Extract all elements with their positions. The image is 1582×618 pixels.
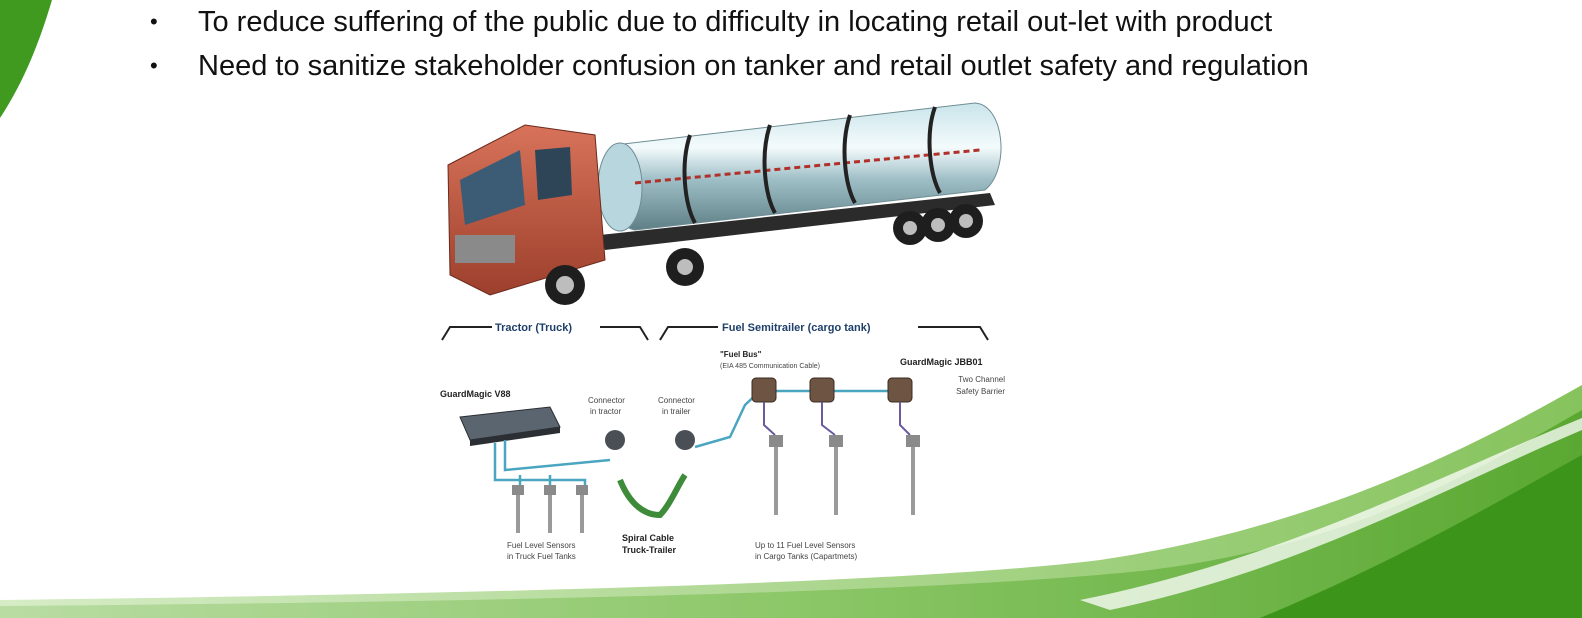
bullet-dot: • [150,53,158,78]
conn-trailer-2: in trailer [662,407,691,416]
connector-trailer [675,430,695,450]
barrier-box [887,377,913,403]
cargo-sensors [769,435,920,515]
semitrailer-label: Fuel Semitrailer (cargo tank) [722,322,871,334]
truck-sensors [512,485,588,533]
barrier-title: GuardMagic JBB01 [900,357,983,367]
barrier-box [809,377,835,403]
bottom-light-band [0,385,1582,618]
cargo-sensors-2: in Cargo Tanks (Capartmets) [755,552,857,561]
bullet-text: To reduce suffering of the public due to… [198,6,1273,38]
conn-tractor-2: in tractor [590,407,621,416]
barrier-line2: Safety Barrier [956,387,1005,396]
bullet-dot: • [150,9,158,34]
cargo-sensors-1: Up to 11 Fuel Level Sensors [755,541,855,550]
bottom-right-dark [1260,455,1582,618]
conn-tractor-1: Connector [588,396,625,405]
bottom-mid-band [0,410,1582,618]
barrier-line1: Two Channel [958,375,1005,384]
barrier-box [751,377,777,403]
truck-sensors-1: Fuel Level Sensors [507,541,575,550]
top-left-arc [0,0,52,118]
spiral-2: Truck-Trailer [622,545,677,555]
tanker-figure: Tractor (Truck) Fuel Semitrailer (cargo … [430,95,1028,567]
tanker-diagram: Tractor (Truck) Fuel Semitrailer (cargo … [440,102,1005,561]
conn-trailer-1: Connector [658,396,695,405]
tractor-label: Tractor (Truck) [495,322,572,334]
bullet-text: Need to sanitize stakeholder confusion o… [198,50,1309,82]
connector-tractor [605,430,625,450]
fuel-bus-label: "Fuel Bus" [720,350,762,359]
tanker-truck-illustration [447,102,1002,305]
spiral-cable [617,473,688,519]
truck-sensors-2: in Truck Fuel Tanks [507,552,576,561]
spiral-1: Spiral Cable [622,533,674,543]
bullet-item: • To reduce suffering of the public due t… [150,0,1400,44]
fuel-bus-sub: (EIA 485 Communication Cable) [720,363,820,370]
unit-label: GuardMagic V88 [440,389,511,399]
bullet-item: • Need to sanitize stakeholder confusion … [150,44,1400,88]
white-streak [1080,418,1582,610]
bullet-list: • To reduce suffering of the public due t… [150,0,1400,88]
